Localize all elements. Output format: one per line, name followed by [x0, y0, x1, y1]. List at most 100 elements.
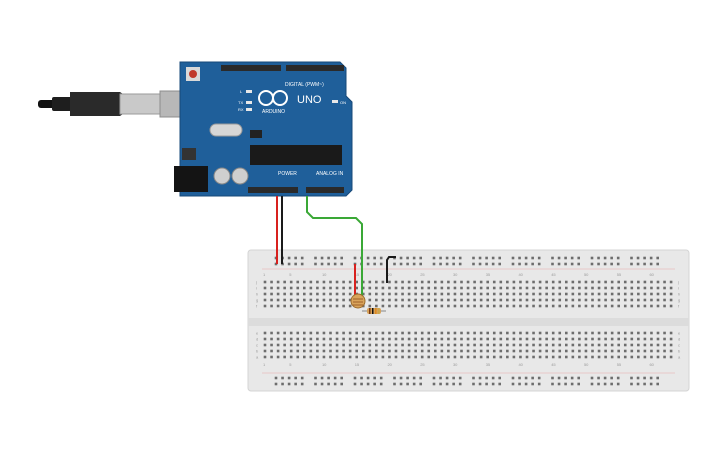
- rail-hole[interactable]: [610, 376, 613, 380]
- breadboard-hole[interactable]: [551, 343, 555, 347]
- breadboard-hole[interactable]: [460, 286, 463, 290]
- breadboard-hole[interactable]: [322, 292, 326, 296]
- breadboard-hole[interactable]: [263, 280, 267, 284]
- wire-resistor-black[interactable]: [386, 256, 396, 283]
- rail-hole[interactable]: [314, 262, 317, 266]
- rail-hole[interactable]: [452, 256, 455, 260]
- rail-hole[interactable]: [518, 256, 521, 260]
- breadboard-hole[interactable]: [538, 280, 542, 284]
- breadboard-hole[interactable]: [545, 292, 548, 296]
- rail-hole[interactable]: [649, 376, 653, 380]
- rail-hole[interactable]: [432, 376, 436, 380]
- breadboard-hole[interactable]: [656, 298, 660, 302]
- breadboard-hole[interactable]: [434, 337, 437, 341]
- breadboard-hole[interactable]: [309, 355, 313, 359]
- rail-hole[interactable]: [452, 262, 455, 266]
- rail-hole[interactable]: [439, 262, 442, 266]
- breadboard-hole[interactable]: [538, 343, 542, 347]
- breadboard-hole[interactable]: [407, 355, 411, 359]
- breadboard-hole[interactable]: [388, 280, 391, 284]
- rail-hole[interactable]: [649, 256, 653, 260]
- breadboard-hole[interactable]: [407, 337, 411, 341]
- breadboard-hole[interactable]: [571, 349, 575, 353]
- breadboard-hole[interactable]: [604, 292, 607, 296]
- breadboard-hole[interactable]: [466, 343, 470, 347]
- breadboard-hole[interactable]: [551, 355, 555, 359]
- rail-hole[interactable]: [340, 376, 343, 380]
- breadboard-hole[interactable]: [584, 292, 588, 296]
- rail-hole[interactable]: [577, 262, 580, 266]
- breadboard-hole[interactable]: [604, 280, 607, 284]
- breadboard-hole[interactable]: [525, 355, 529, 359]
- breadboard-hole[interactable]: [637, 337, 640, 341]
- breadboard-hole[interactable]: [309, 292, 313, 296]
- breadboard-hole[interactable]: [486, 355, 489, 359]
- rail-hole[interactable]: [366, 382, 370, 386]
- breadboard-hole[interactable]: [499, 355, 503, 359]
- breadboard-hole[interactable]: [669, 298, 673, 302]
- breadboard-hole[interactable]: [316, 349, 319, 353]
- breadboard-hole[interactable]: [414, 280, 417, 284]
- breadboard-hole[interactable]: [512, 337, 516, 341]
- breadboard-hole[interactable]: [466, 304, 470, 308]
- rail-hole[interactable]: [314, 376, 317, 380]
- breadboard-hole[interactable]: [630, 331, 634, 335]
- rail-hole[interactable]: [590, 382, 594, 386]
- breadboard-hole[interactable]: [656, 337, 660, 341]
- breadboard-hole[interactable]: [434, 292, 437, 296]
- breadboard-hole[interactable]: [578, 331, 581, 335]
- rail-hole[interactable]: [406, 256, 409, 260]
- breadboard-hole[interactable]: [519, 331, 522, 335]
- breadboard-hole[interactable]: [623, 337, 627, 341]
- rail-hole[interactable]: [327, 376, 330, 380]
- breadboard-hole[interactable]: [565, 280, 568, 284]
- breadboard-hole[interactable]: [440, 343, 444, 347]
- breadboard-hole[interactable]: [617, 337, 620, 341]
- breadboard-hole[interactable]: [420, 286, 424, 290]
- rail-hole[interactable]: [636, 376, 640, 380]
- rail-hole[interactable]: [649, 262, 653, 266]
- rail-hole[interactable]: [412, 256, 416, 260]
- breadboard-hole[interactable]: [322, 304, 326, 308]
- rail-hole[interactable]: [557, 382, 561, 386]
- rail-hole[interactable]: [570, 256, 574, 260]
- breadboard-hole[interactable]: [643, 298, 647, 302]
- breadboard-hole[interactable]: [453, 298, 457, 302]
- breadboard-hole[interactable]: [296, 355, 300, 359]
- breadboard-hole[interactable]: [532, 355, 535, 359]
- breadboard-hole[interactable]: [610, 337, 614, 341]
- breadboard-hole[interactable]: [663, 355, 666, 359]
- breadboard-hole[interactable]: [342, 337, 345, 341]
- breadboard-hole[interactable]: [506, 292, 509, 296]
- rail-hole[interactable]: [491, 376, 495, 380]
- breadboard-hole[interactable]: [650, 280, 653, 284]
- breadboard-hole[interactable]: [545, 355, 548, 359]
- breadboard-hole[interactable]: [401, 343, 404, 347]
- breadboard-hole[interactable]: [388, 304, 391, 308]
- breadboard-hole[interactable]: [368, 349, 372, 353]
- breadboard-hole[interactable]: [401, 292, 404, 296]
- breadboard-hole[interactable]: [571, 355, 575, 359]
- breadboard-hole[interactable]: [381, 292, 385, 296]
- breadboard-hole[interactable]: [623, 355, 627, 359]
- breadboard-hole[interactable]: [669, 286, 673, 290]
- breadboard-hole[interactable]: [434, 355, 437, 359]
- breadboard-hole[interactable]: [303, 337, 306, 341]
- reset-button-cap[interactable]: [189, 70, 197, 78]
- breadboard-hole[interactable]: [276, 292, 280, 296]
- rail-hole[interactable]: [274, 376, 278, 380]
- breadboard-hole[interactable]: [637, 343, 640, 347]
- breadboard-hole[interactable]: [316, 337, 319, 341]
- breadboard-hole[interactable]: [473, 337, 476, 341]
- breadboard-hole[interactable]: [296, 280, 300, 284]
- breadboard-hole[interactable]: [519, 298, 522, 302]
- rail-hole[interactable]: [340, 256, 343, 260]
- breadboard-hole[interactable]: [578, 298, 581, 302]
- breadboard-hole[interactable]: [289, 286, 293, 290]
- breadboard-hole[interactable]: [565, 343, 568, 347]
- breadboard-hole[interactable]: [499, 304, 503, 308]
- breadboard-hole[interactable]: [656, 292, 660, 296]
- rail-hole[interactable]: [419, 262, 422, 266]
- rail-hole[interactable]: [281, 376, 284, 380]
- breadboard-hole[interactable]: [584, 337, 588, 341]
